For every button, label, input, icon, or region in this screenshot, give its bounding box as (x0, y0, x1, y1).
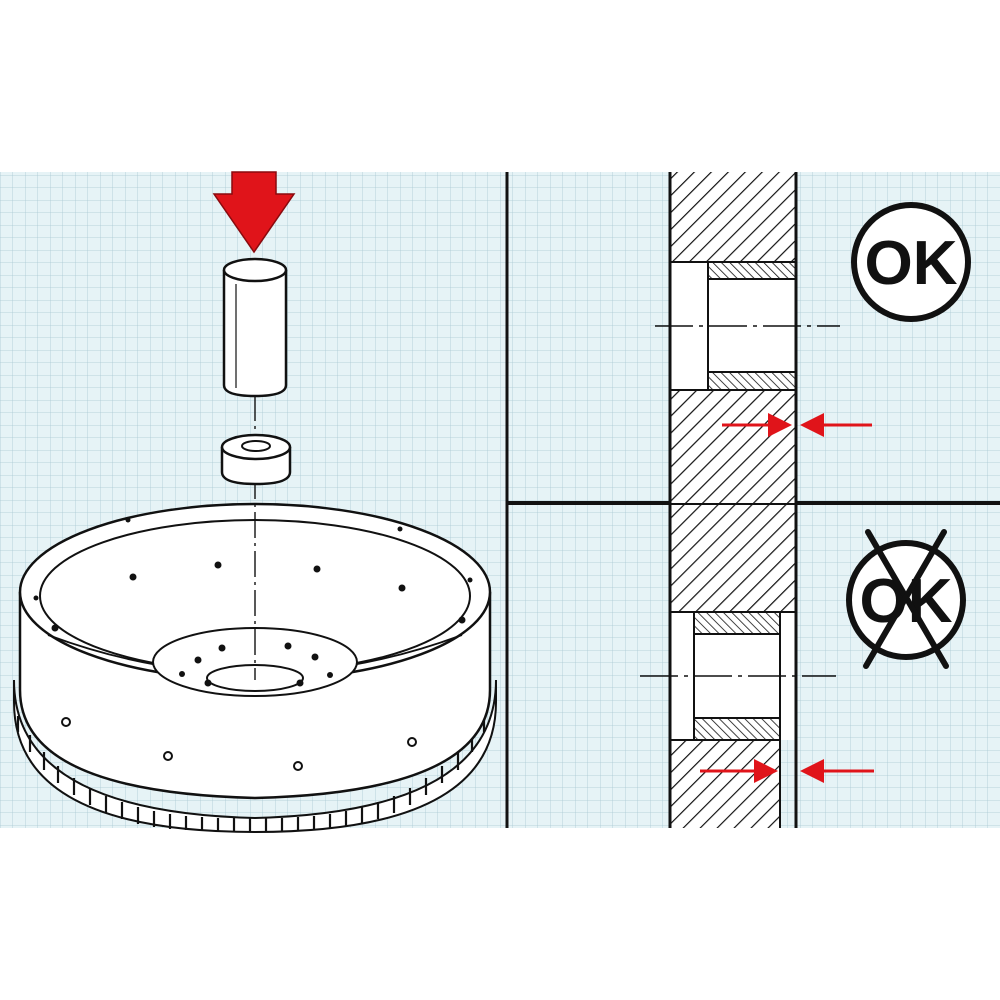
section-incorrect-fit (640, 505, 836, 828)
ring-gear-teeth (16, 716, 486, 832)
drum-side-holes (61, 717, 417, 771)
down-arrow-icon (212, 171, 296, 254)
ok-circle-icon: OK (851, 202, 971, 322)
flush-indicator-arrows (722, 413, 872, 437)
bearing-section-lower (707, 371, 797, 391)
section-correct-fit (655, 172, 840, 503)
gap-indicator-arrows (700, 759, 874, 783)
bearing-section-upper (707, 261, 797, 280)
rim-holes (33, 517, 473, 632)
bearing-section-upper-recessed (693, 611, 781, 635)
crossed-ok-circle-icon: OK (846, 529, 966, 669)
bearing-section-lower-recessed (693, 717, 781, 741)
installation-drift (222, 257, 288, 398)
pilot-bearing (220, 433, 292, 486)
ring-gear (13, 679, 497, 834)
ok-label-top: OK (865, 229, 958, 298)
hub-bolt-holes (179, 642, 333, 687)
